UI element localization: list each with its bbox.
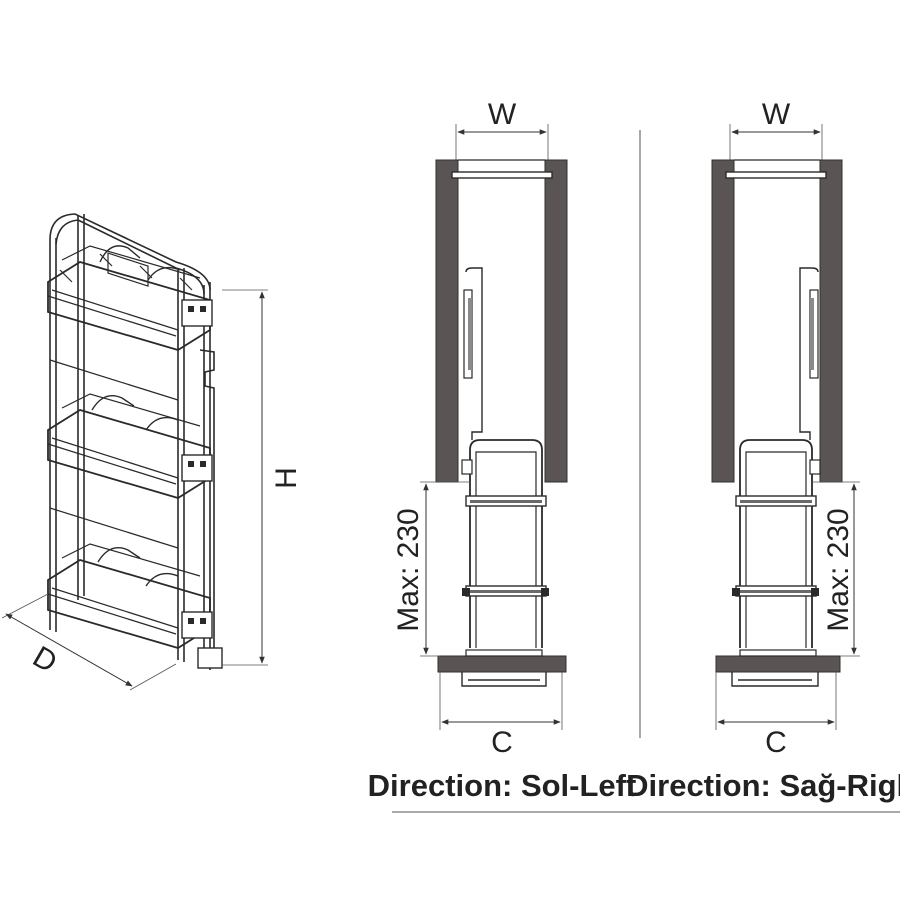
right-cabinet-base	[715, 655, 841, 673]
left-clearance-label: C	[491, 726, 513, 759]
left-cabinet-base	[437, 655, 567, 673]
left-runner	[463, 267, 483, 440]
right-direction-view: W Max: 230	[626, 98, 900, 803]
left-direction-view: W Max:	[368, 98, 637, 803]
right-runner	[799, 267, 819, 440]
depth-label: D	[27, 640, 62, 679]
right-max-dimension: Max: 230	[812, 481, 860, 657]
right-top-rail	[725, 171, 827, 179]
left-clearance-dimension: C	[439, 672, 563, 759]
mounting-brackets	[181, 299, 223, 669]
right-max-label: Max: 230	[822, 508, 855, 631]
right-width-label: W	[762, 98, 791, 131]
right-clearance-dimension: C	[715, 672, 837, 759]
height-label: H	[270, 467, 303, 489]
right-cabinet-wall-left	[711, 159, 735, 483]
basket-tray-top	[47, 245, 211, 401]
height-dimension: H	[222, 289, 303, 666]
left-direction-label: Direction: Sol-Left	[368, 768, 637, 803]
left-width-label: W	[488, 98, 517, 131]
left-max-dimension: Max: 230	[392, 481, 470, 657]
right-direction-label: Direction: Sağ-Right	[626, 768, 900, 803]
left-cabinet-wall-left	[435, 159, 459, 483]
left-cabinet-wall-right	[544, 159, 568, 483]
isometric-basket-illustration: H D	[1, 213, 303, 691]
left-top-rail	[451, 171, 553, 179]
left-basket	[461, 439, 549, 648]
right-width-dimension: W	[729, 98, 823, 160]
right-basket	[732, 439, 821, 648]
left-max-label: Max: 230	[392, 508, 425, 631]
depth-dimension: D	[1, 593, 177, 691]
right-clearance-label: C	[765, 726, 787, 759]
left-width-dimension: W	[455, 98, 549, 160]
right-cabinet-wall-right	[819, 159, 843, 483]
